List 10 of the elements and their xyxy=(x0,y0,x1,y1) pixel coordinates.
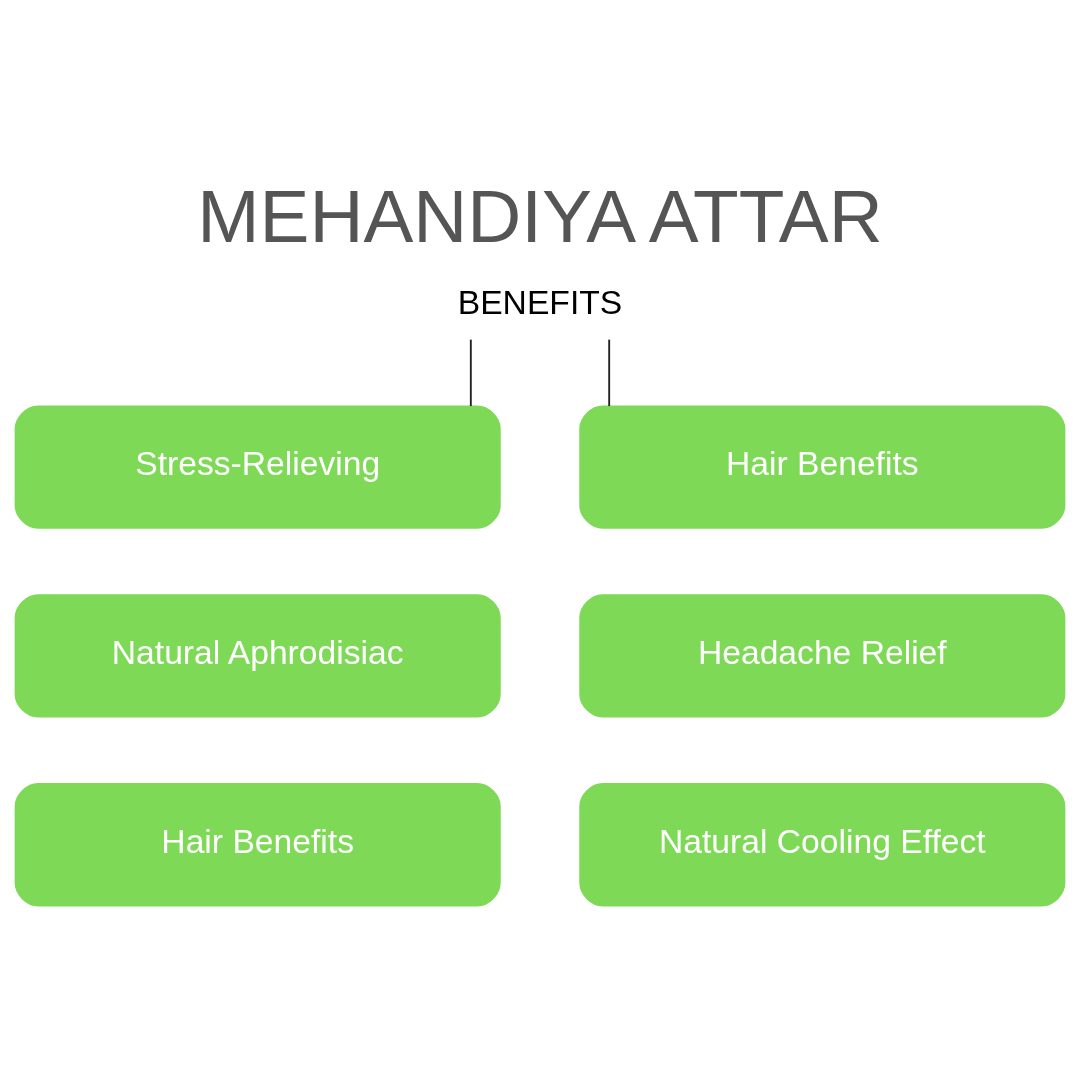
connector xyxy=(469,338,472,407)
node-box: Stress-Relieving xyxy=(14,405,501,529)
node-box: Natural Aphrodisiac xyxy=(14,594,501,718)
node-box: Natural Cooling Effect xyxy=(579,783,1066,907)
node-box: Headache Relief xyxy=(579,594,1066,718)
node-box: Hair Benefits xyxy=(579,405,1066,529)
node-text: BENEFITS xyxy=(457,283,623,321)
connector xyxy=(608,338,611,407)
diagram-title: MEHANDIYA ATTAR xyxy=(197,173,883,258)
node-box: Hair Benefits xyxy=(14,783,501,907)
